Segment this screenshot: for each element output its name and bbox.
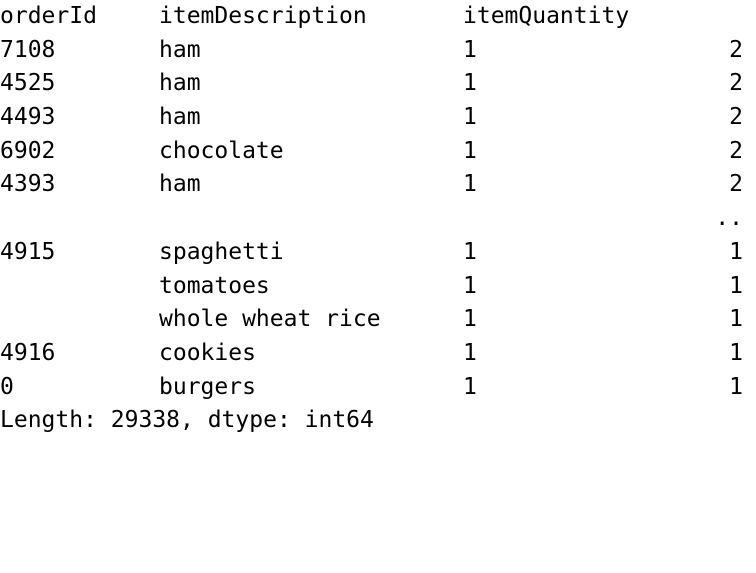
row-order-id: 4493 [0,104,56,131]
row-count: 1 [729,339,743,366]
table-row: 0 burgers 1 1 [0,371,756,405]
row-order-id: 4915 [0,238,56,265]
table-row: 4493 ham 1 2 [0,101,756,135]
row-count: 2 [729,36,743,63]
footer-row: Length: 29338, dtype: int64 [0,404,756,438]
row-order-id: 7108 [0,36,56,63]
row-order-id: 4525 [0,70,56,97]
table-row: 4393 ham 1 2 [0,168,756,202]
row-count: 1 [729,238,743,265]
row-item-description: cookies [159,339,256,366]
header-item-quantity: itemQuantity [463,3,630,29]
row-count: 1 [729,272,743,299]
row-item-description: ham [159,70,201,97]
row-item-description: ham [159,171,201,198]
row-item-description: chocolate [159,137,284,164]
row-item-quantity: 1 [463,339,477,366]
row-count: 1 [729,373,743,400]
index-header-row: orderId itemDescription itemQuantity [0,0,756,34]
row-item-quantity: 1 [463,373,477,400]
series-length-dtype: Length: 29338, dtype: int64 [0,407,374,434]
row-item-description: ham [159,36,201,63]
row-count: 2 [729,70,743,97]
row-item-description: ham [159,104,201,131]
table-row: 7108 ham 1 2 [0,34,756,68]
row-count: 1 [729,306,743,333]
row-count: 2 [729,171,743,198]
table-row: 6902 chocolate 1 2 [0,135,756,169]
row-item-quantity: 1 [463,306,477,333]
row-item-quantity: 1 [463,70,477,97]
row-item-description: spaghetti [159,238,284,265]
series-output: orderId itemDescription itemQuantity 710… [0,0,756,438]
header-order-id: orderId [0,3,97,29]
header-item-description: itemDescription [159,3,367,29]
row-item-quantity: 1 [463,272,477,299]
row-item-quantity: 1 [463,137,477,164]
table-row: whole wheat rice 1 1 [0,303,756,337]
table-row: 4525 ham 1 2 [0,67,756,101]
row-order-id: 0 [0,373,14,400]
row-order-id: 4393 [0,171,56,198]
row-order-id: 6902 [0,137,56,164]
row-item-quantity: 1 [463,171,477,198]
row-count: 2 [729,104,743,131]
row-item-description: burgers [159,373,256,400]
row-count: 2 [729,137,743,164]
table-row: 4916 cookies 1 1 [0,337,756,371]
row-item-quantity: 1 [463,36,477,63]
table-row: tomatoes 1 1 [0,270,756,304]
row-item-description: tomatoes [159,272,270,299]
truncation-ellipsis: .. [715,205,743,232]
table-row: 4915 spaghetti 1 1 [0,236,756,270]
row-item-quantity: 1 [463,104,477,131]
ellipsis-row: .. [0,202,756,236]
row-order-id: 4916 [0,339,56,366]
row-item-description: whole wheat rice [159,306,381,333]
row-item-quantity: 1 [463,238,477,265]
